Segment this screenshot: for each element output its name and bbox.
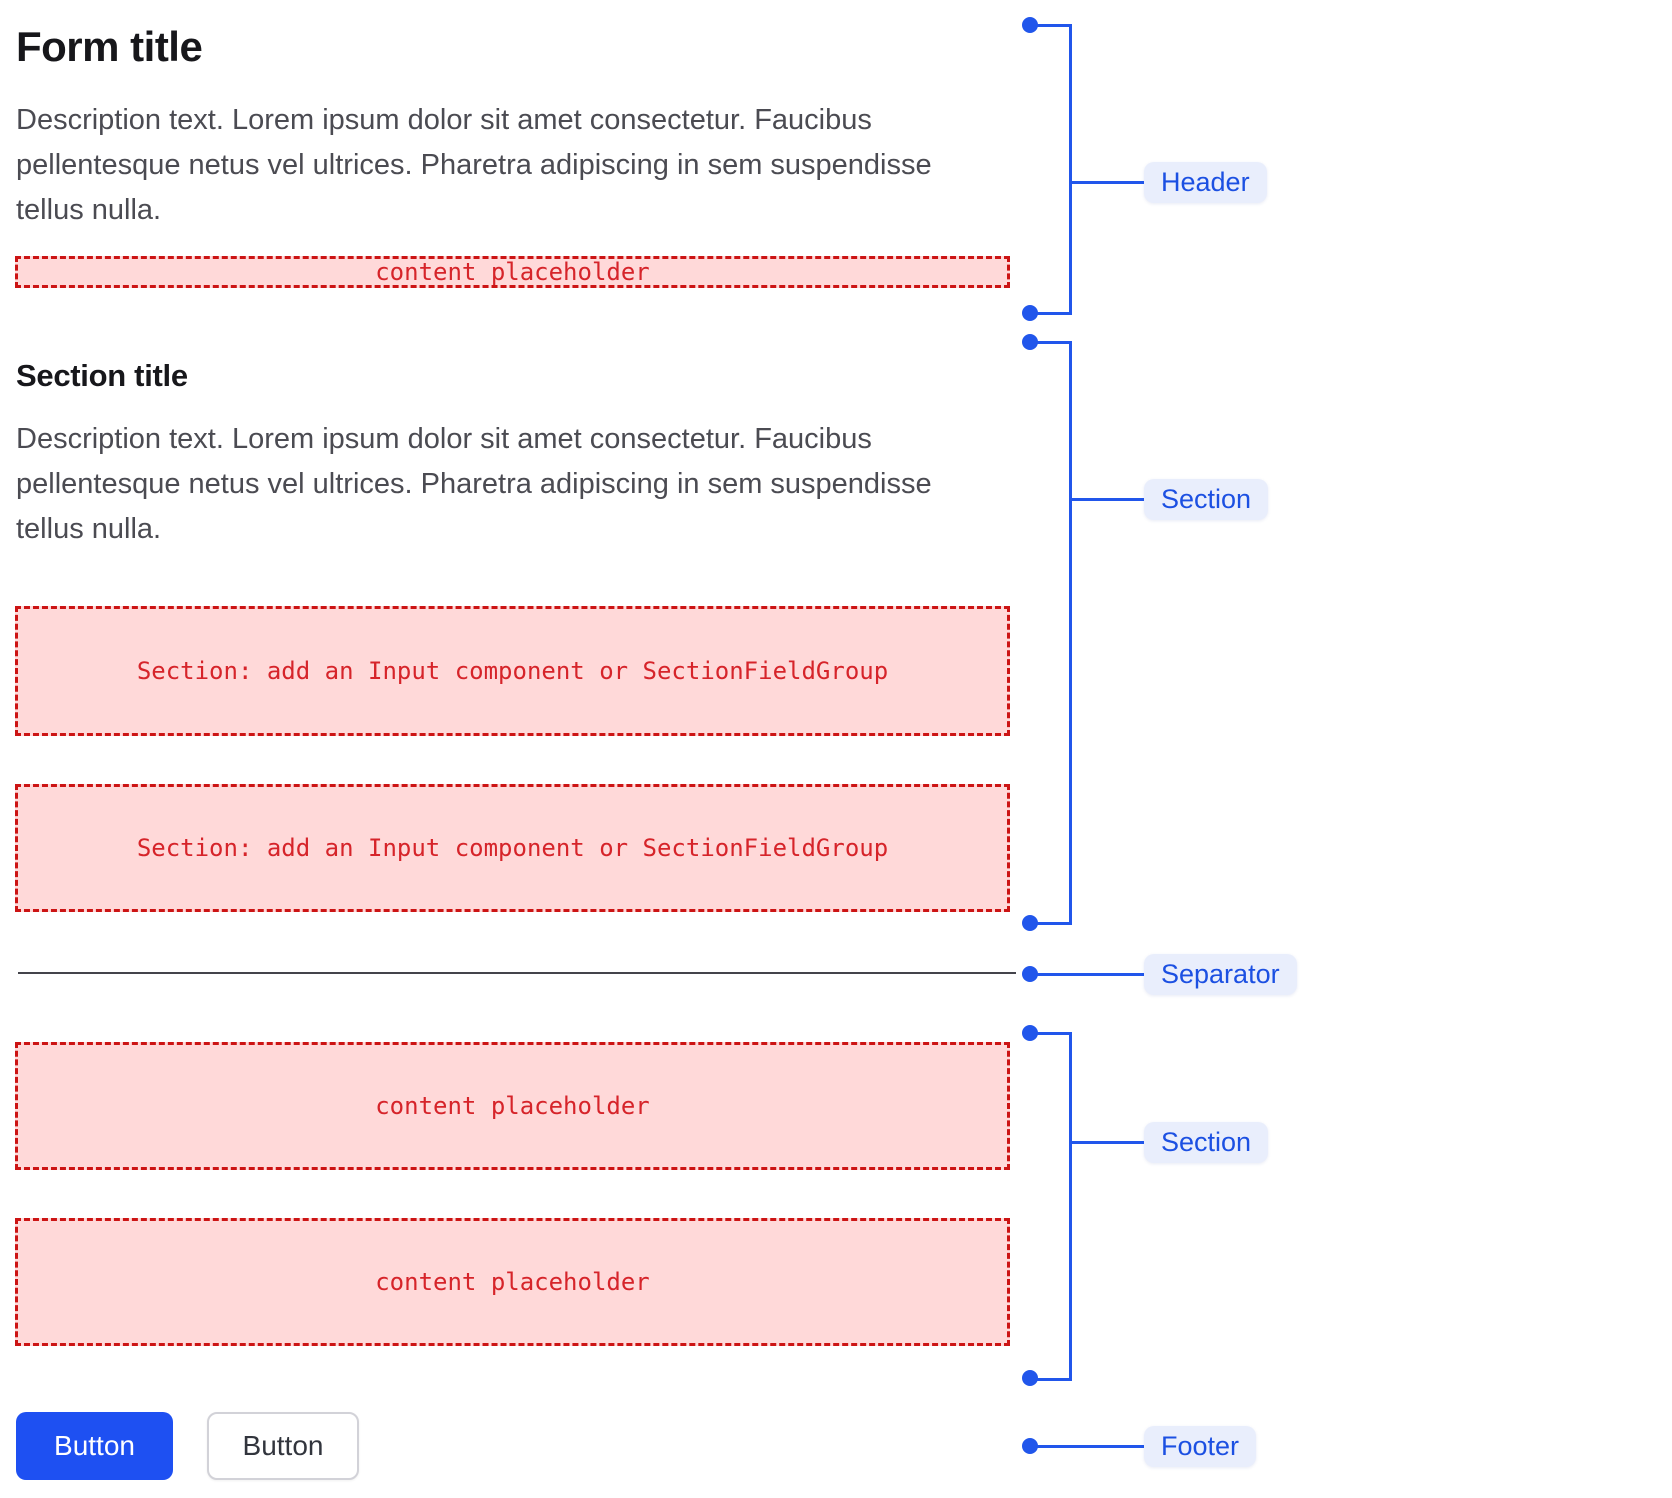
separator-line xyxy=(18,972,1016,974)
section-bracket xyxy=(1030,1032,1072,1381)
header-connector xyxy=(1072,181,1144,184)
header-annotation-label: Header xyxy=(1144,162,1267,203)
header-bracket xyxy=(1030,24,1072,315)
section-annotation-label: Section xyxy=(1144,479,1269,520)
form-title: Form title xyxy=(16,23,203,70)
section2-content-placeholder: content placeholder xyxy=(15,1218,1010,1346)
secondary-button[interactable]: Button xyxy=(207,1412,359,1480)
placeholder-label: content placeholder xyxy=(375,1092,650,1120)
placeholder-label: content placeholder xyxy=(375,1268,650,1296)
placeholder-label: Section: add an Input component or Secti… xyxy=(136,834,889,862)
section2-content-placeholder: content placeholder xyxy=(15,1042,1010,1170)
separator-connector xyxy=(1030,973,1144,976)
section-input-placeholder: Section: add an Input component or Secti… xyxy=(15,606,1010,736)
section-description: Description text. Lorem ipsum dolor sit … xyxy=(16,423,932,545)
section-title: Section title xyxy=(16,358,188,393)
section-annotation-label: Section xyxy=(1144,1122,1269,1163)
section-bracket xyxy=(1030,341,1072,925)
footer-connector xyxy=(1030,1445,1144,1448)
primary-button[interactable]: Button xyxy=(16,1412,173,1480)
section-connector xyxy=(1072,498,1144,501)
form-description: Description text. Lorem ipsum dolor sit … xyxy=(16,104,932,226)
separator-annotation-label: Separator xyxy=(1144,954,1297,995)
footer-annotation-label: Footer xyxy=(1144,1426,1257,1467)
header-content-placeholder: content placeholder xyxy=(15,256,1010,288)
section-input-placeholder: Section: add an Input component or Secti… xyxy=(15,784,1010,912)
placeholder-label: content placeholder xyxy=(375,258,650,286)
placeholder-label: Section: add an Input component or Secti… xyxy=(136,657,889,685)
section-connector xyxy=(1072,1141,1144,1144)
